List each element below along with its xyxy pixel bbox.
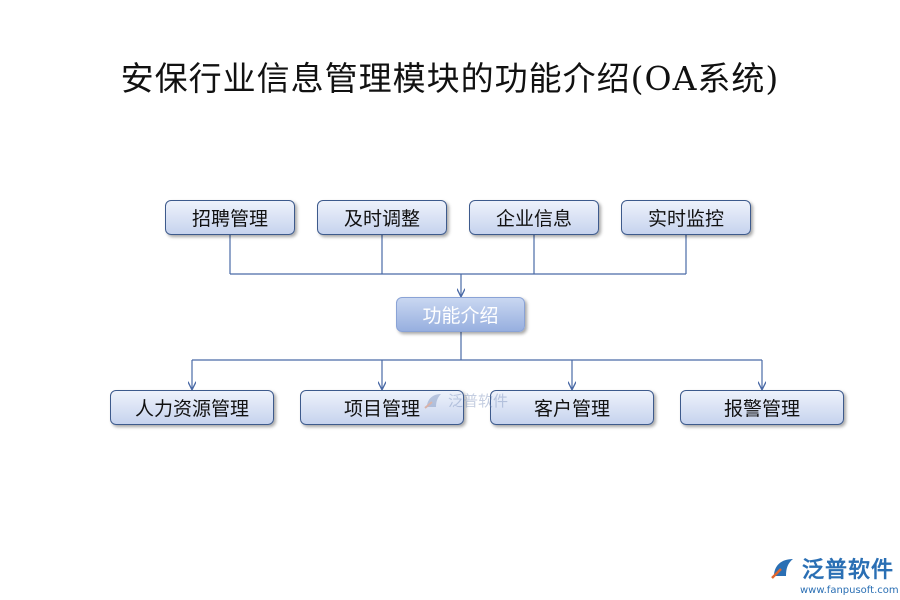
node-recruitment: 招聘管理 [165, 200, 295, 235]
page-title: 安保行业信息管理模块的功能介绍(OA系统) [120, 59, 780, 98]
center-watermark: 泛普软件 [424, 390, 508, 411]
brand-logo: 泛普软件 www.fanpusoft.com [770, 552, 899, 596]
bottom-connectors [192, 331, 762, 389]
node-enterprise-info: 企业信息 [469, 200, 599, 235]
node-timely-adjust: 及时调整 [317, 200, 447, 235]
brand-logo-text: 泛普软件 [802, 558, 895, 583]
node-customer-management: 客户管理 [490, 390, 654, 425]
fanpu-logo-icon [424, 393, 441, 409]
node-hr-management: 人力资源管理 [110, 390, 274, 425]
top-connectors [229, 234, 687, 296]
brand-logo-url: www.fanpusoft.com [800, 585, 899, 596]
node-alarm-management: 报警管理 [680, 390, 844, 425]
node-realtime-monitor: 实时监控 [621, 200, 751, 235]
node-function-intro: 功能介绍 [396, 297, 525, 332]
node-project-management: 项目管理 [300, 390, 464, 425]
center-watermark-text: 泛普软件 [448, 392, 509, 410]
fanpu-logo-icon [771, 559, 793, 579]
